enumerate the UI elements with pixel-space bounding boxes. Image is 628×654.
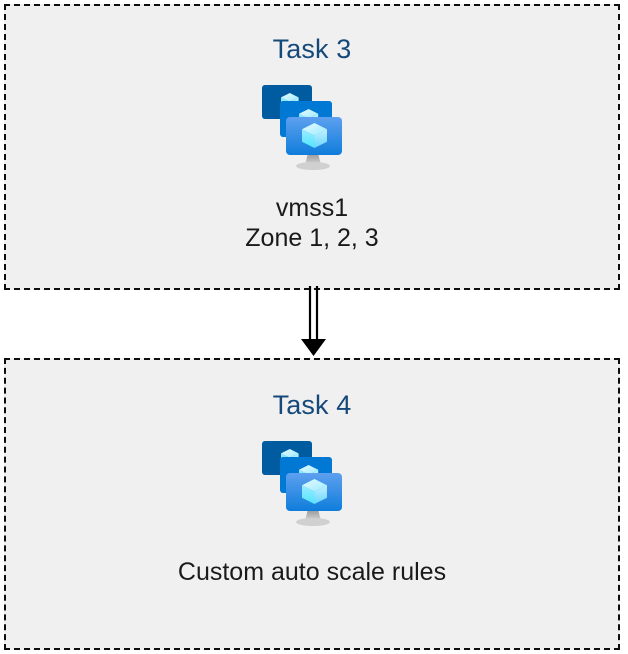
task3-caption-line-2: Zone 1, 2, 3 — [245, 224, 379, 252]
monitor-front-icon — [286, 473, 342, 511]
task4-caption: Custom auto scale rules — [178, 557, 446, 587]
task3-caption: vmss1 Zone 1, 2, 3 — [245, 193, 378, 253]
azure-vm-scale-set-icon — [262, 85, 342, 170]
monitor-stand-icon — [296, 153, 330, 170]
task3-title: Task 3 — [272, 34, 352, 64]
monitor-stand-icon — [296, 509, 330, 526]
task-box-task4: Task 4 — [4, 358, 620, 650]
task3-caption-line-1: vmss1 — [275, 194, 349, 222]
monitor-front-icon — [286, 117, 342, 155]
task4-caption-line-1: Custom auto scale rules — [177, 558, 447, 586]
task-box-task3: Task 3 — [4, 4, 620, 290]
connector-arrow-task3-to-task4 — [301, 286, 326, 356]
task4-title: Task 4 — [272, 390, 352, 420]
connector-arrowhead — [301, 339, 326, 356]
azure-vm-scale-set-icon — [262, 441, 342, 526]
